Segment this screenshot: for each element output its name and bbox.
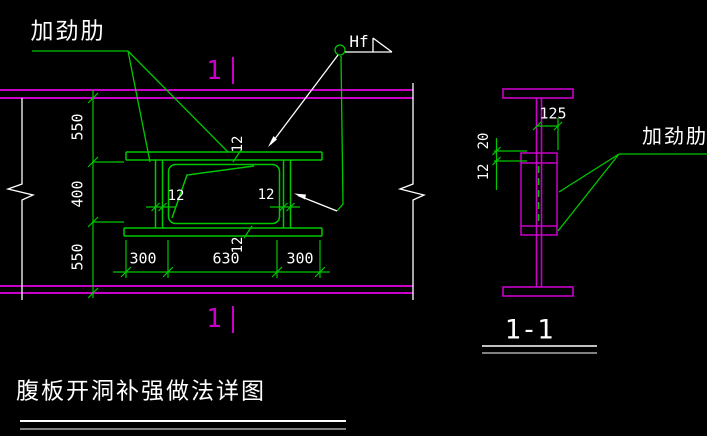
- section-title: 1-1: [504, 314, 554, 346]
- drawing-title: 腹板开洞补强做法详图: [16, 377, 266, 404]
- web-opening: [167, 163, 281, 225]
- dim-12-section: 12: [476, 163, 492, 181]
- dim-550-bottom: 550: [68, 243, 87, 271]
- section-stiffener-plate: [520, 152, 558, 236]
- dim-300-left: 300: [129, 249, 157, 268]
- section-marker-bottom: 1: [206, 304, 222, 334]
- dim-300-right: 300: [286, 249, 314, 268]
- stiffener-label-right: 加劲肋: [642, 126, 707, 148]
- dim-400-opening-height: 400: [68, 180, 87, 208]
- dimension-lines-section: [492, 118, 563, 190]
- stiffener-label-left: 加劲肋: [30, 17, 106, 44]
- stiffener-leader-left: [32, 50, 229, 163]
- break-lines: [5, 83, 426, 300]
- dim-630-opening-width: 630: [212, 249, 240, 268]
- stiffener-leader-right: [557, 153, 707, 232]
- dim-12-plate-bottom: 12: [230, 236, 246, 254]
- beam-flanges: [0, 89, 413, 294]
- dim-12-stiffener-left: 12: [167, 188, 185, 204]
- dim-125-section: 125: [539, 104, 567, 123]
- weld-symbol: [268, 37, 393, 212]
- reinforcement-plates: [123, 151, 323, 237]
- section-beam: [502, 88, 574, 297]
- dimension-lines-main: [87, 90, 330, 299]
- title-underlines: [20, 345, 597, 430]
- dim-20-section: 20: [476, 132, 492, 150]
- section-marker-top: 1: [206, 56, 222, 86]
- weld-label: Hf: [349, 32, 369, 51]
- dim-12-stiffener-right: 12: [257, 187, 275, 203]
- dim-12-plate-top: 12: [230, 135, 246, 153]
- dim-550-top: 550: [68, 113, 87, 141]
